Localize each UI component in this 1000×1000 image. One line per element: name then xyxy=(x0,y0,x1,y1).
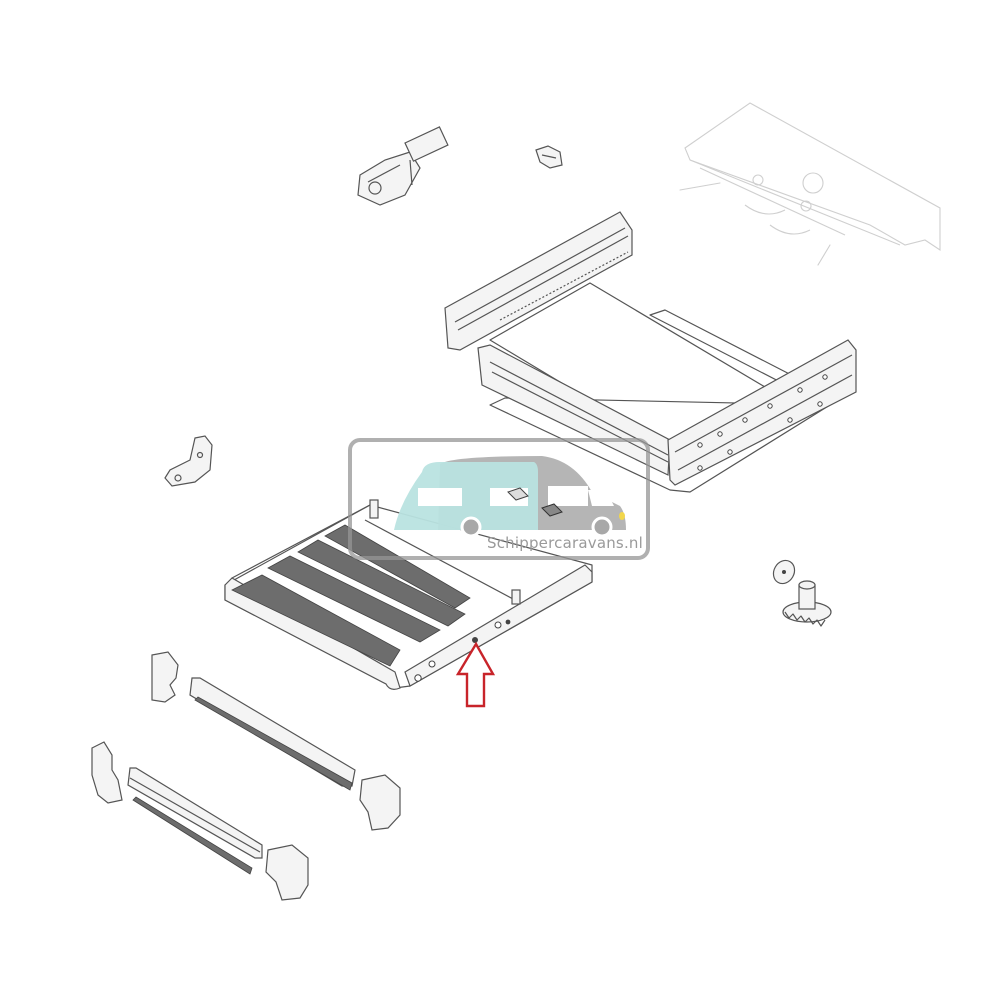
mounting-plate xyxy=(679,102,941,266)
motor-gearbox xyxy=(357,126,449,206)
rail-holes xyxy=(697,374,828,471)
gear-set xyxy=(772,559,832,627)
highlight-arrow xyxy=(455,641,496,708)
step-platform xyxy=(224,499,593,690)
small-clip xyxy=(535,145,563,169)
front-profile-lower xyxy=(91,741,309,901)
housing-frame xyxy=(444,211,857,493)
side-bracket xyxy=(164,435,213,487)
watermark-text: Schippercaravans.nl xyxy=(487,534,643,552)
anti-slip-treads xyxy=(231,524,471,667)
front-profile-upper xyxy=(151,651,401,831)
motorhome-logo-icon xyxy=(394,456,626,538)
watermark-logo: Schippercaravans.nl xyxy=(348,438,650,560)
